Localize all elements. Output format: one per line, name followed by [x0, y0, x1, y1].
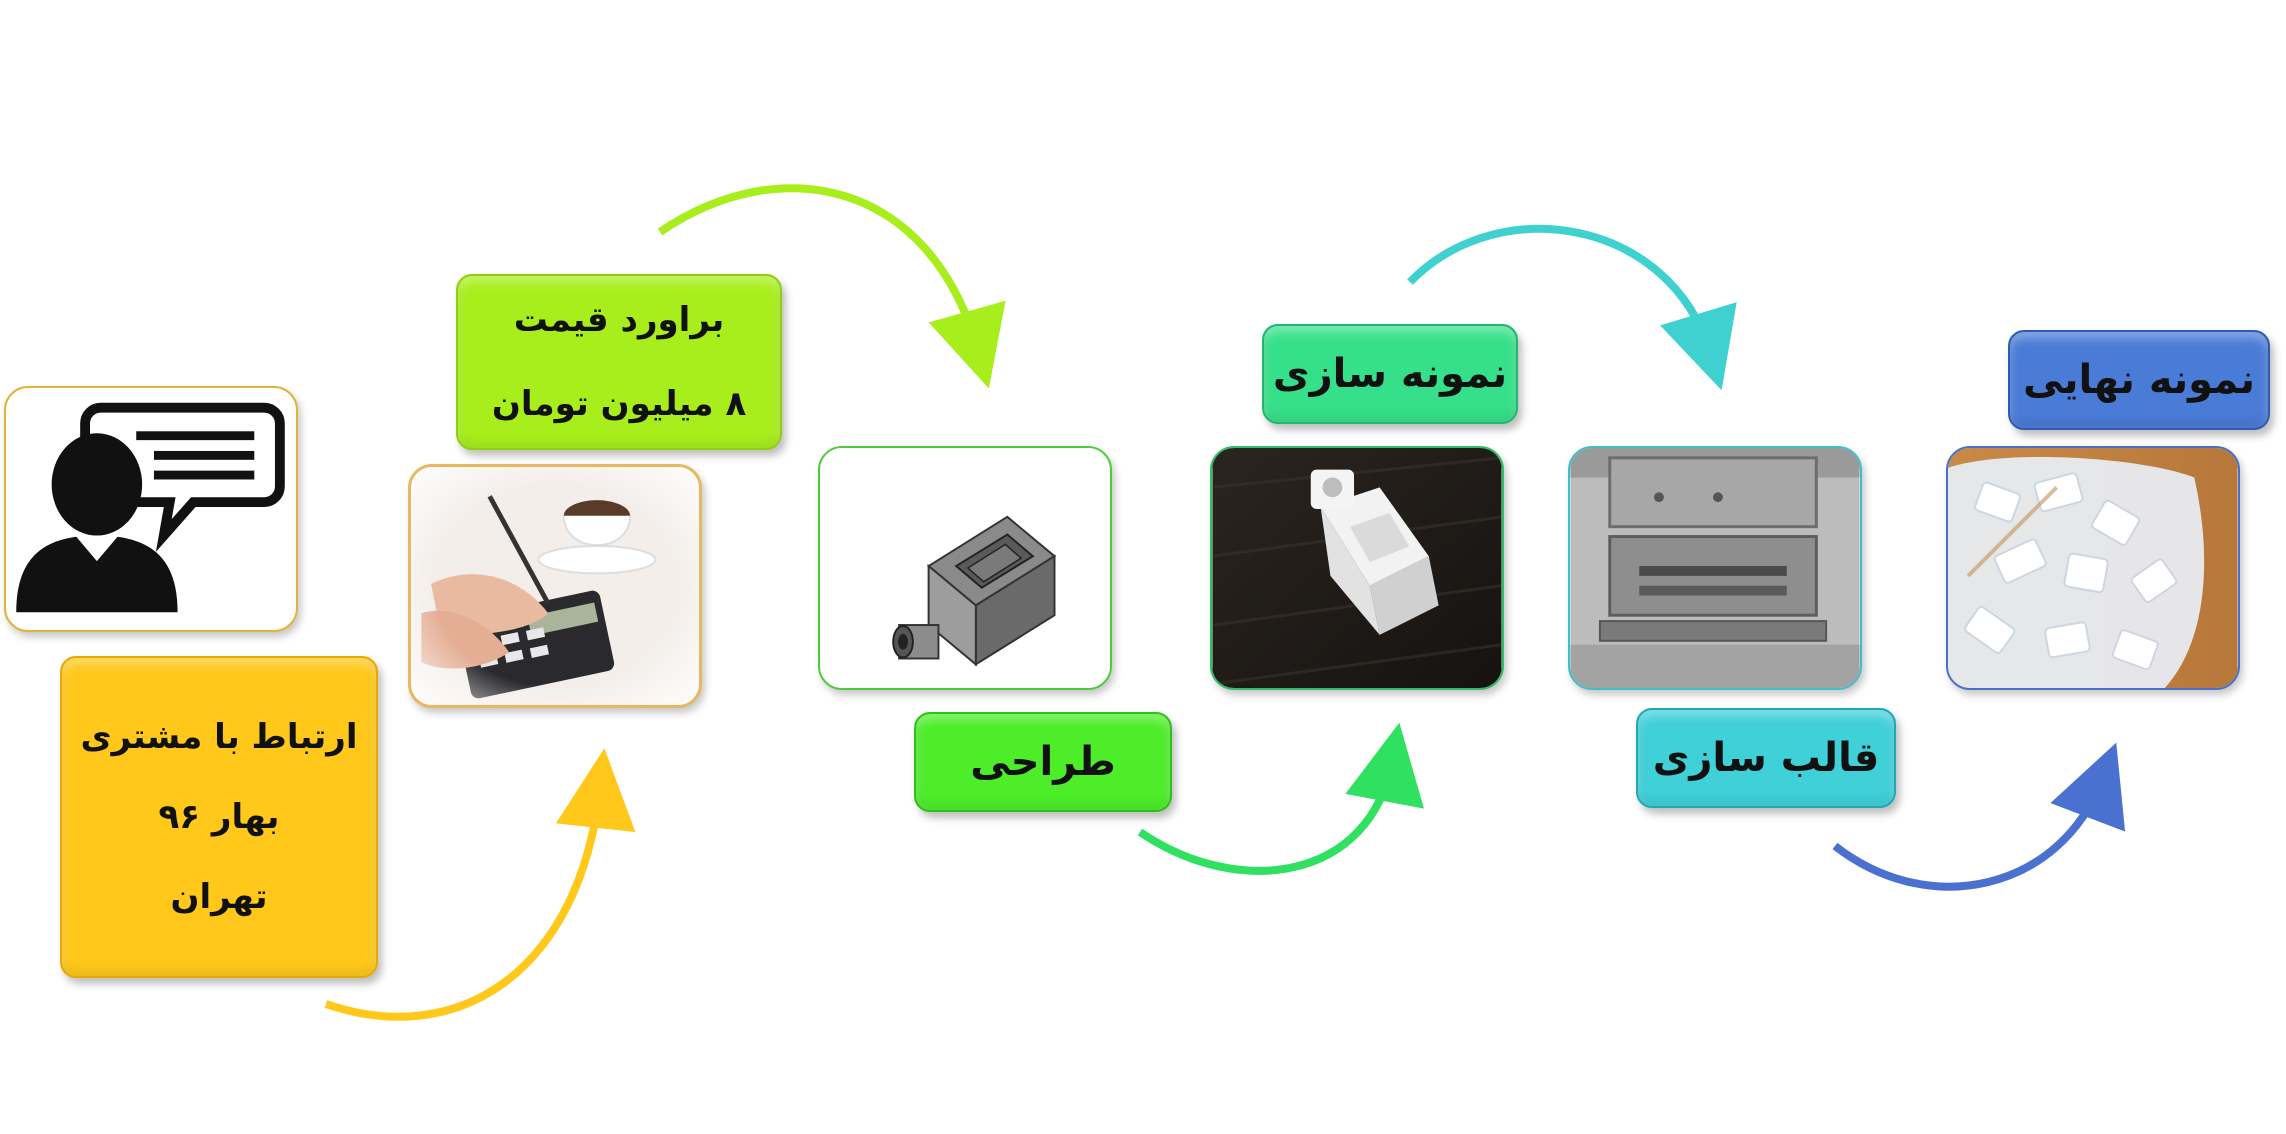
final-photo-card [1946, 446, 2240, 690]
step-mold: قالب سازی [1636, 708, 1896, 808]
prototype-label: نمونه سازی [1272, 351, 1508, 397]
mold-photo [1570, 448, 1860, 688]
final-parts-photo [1948, 448, 2238, 688]
contact-date: بهار ۹۶ [158, 797, 280, 837]
contact-city: تهران [170, 877, 268, 917]
final-label: نمونه نهایی [2022, 357, 2256, 403]
mold-label: قالب سازی [1652, 735, 1880, 781]
step-estimate: براورد قیمت ۸ میلیون تومان [456, 274, 782, 450]
estimate-photo-card [408, 464, 702, 708]
prototype-photo-card [1210, 446, 1504, 690]
arrow-design-to-prototype [1137, 722, 1424, 875]
contact-icon-card [4, 386, 298, 632]
estimate-title: براورد قیمت [513, 300, 725, 340]
step-prototype: نمونه سازی [1262, 324, 1518, 424]
mold-photo-card [1568, 446, 1862, 690]
estimate-price: ۸ میلیون تومان [491, 384, 747, 424]
calculator-photo [411, 467, 699, 705]
design-card [818, 446, 1112, 690]
prototype-part-photo [1212, 448, 1502, 688]
step-contact: ارتباط با مشتری بهار ۹۶ تهران [60, 656, 378, 978]
step-final: نمونه نهایی [2008, 330, 2270, 430]
customer-chat-icon [16, 402, 285, 613]
step-design: طراحی [914, 712, 1172, 812]
design-label: طراحی [970, 739, 1116, 785]
contact-title: ارتباط با مشتری [80, 717, 358, 757]
cad-part-drawing [820, 448, 1110, 688]
